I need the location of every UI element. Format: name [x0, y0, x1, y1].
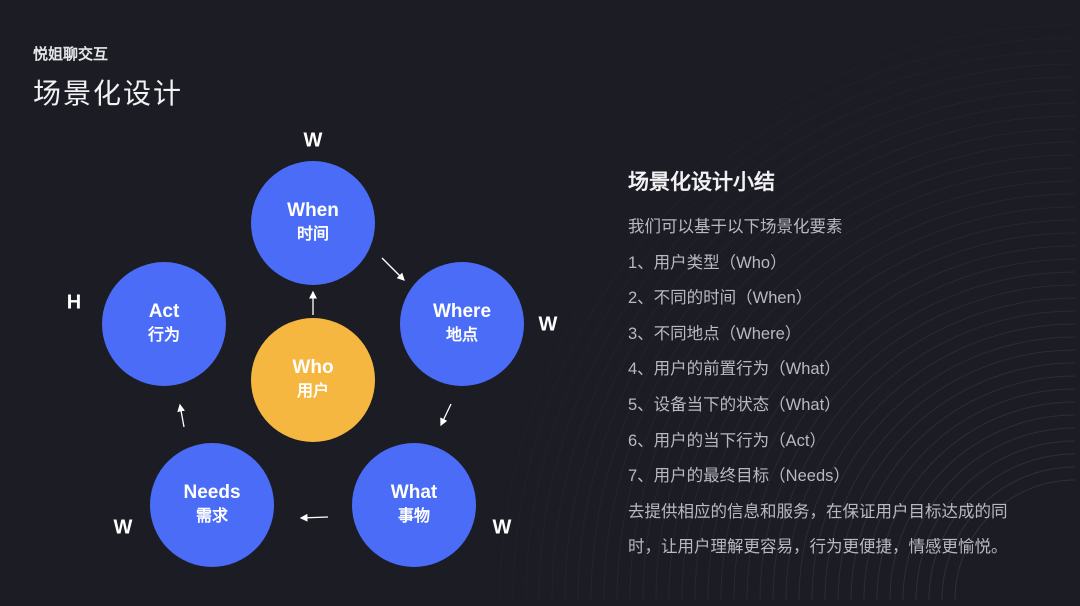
summary-title: 场景化设计小结: [628, 171, 775, 194]
page-title: 场景化设计: [33, 78, 184, 109]
background-arc: [863, 388, 1076, 601]
background-arc: [915, 440, 1076, 601]
summary-line: 3、不同地点（Where）: [628, 324, 802, 343]
background-arc: [720, 245, 1076, 601]
summary-line: 我们可以基于以下场景化要素: [628, 218, 843, 236]
background-arc: [798, 323, 1076, 601]
node-who: Who 用户: [251, 318, 375, 442]
node-label-zh: 地点: [445, 327, 478, 344]
tag-needs: W: [113, 516, 133, 539]
tag-where: W: [538, 313, 558, 336]
background-arc: [837, 362, 1076, 601]
node-label-zh: 时间: [296, 226, 329, 243]
node-label-zh: 需求: [195, 508, 228, 525]
arrow-what-needs: [299, 513, 329, 522]
node-label-zh: 事物: [397, 508, 430, 525]
node-where: Where 地点: [400, 262, 524, 386]
background-arc: [902, 427, 1076, 601]
background-arc: [850, 375, 1076, 601]
node-label-zh: 行为: [147, 327, 180, 344]
node-label-en: What: [390, 482, 438, 503]
background-arc: [772, 297, 1076, 601]
node-when: When 时间: [251, 161, 375, 285]
background-arc: [694, 219, 1076, 601]
summary-line: 去提供相应的信息和服务，在保证用户目标达成的同: [628, 502, 1008, 521]
background-arc: [941, 466, 1076, 601]
node-label-en: Where: [432, 301, 492, 322]
background-arc: [811, 336, 1076, 601]
node-label-en: Needs: [183, 482, 241, 503]
summary-line: 6、用户的当下行为（Act）: [628, 431, 827, 450]
summary-line: 时，让用户理解更容易，行为更便捷，情感更愉悦。: [628, 538, 1008, 557]
background-arc: [629, 154, 1076, 601]
background-arc: [642, 167, 1076, 601]
tag-act: H: [66, 291, 82, 314]
node-needs: Needs 需求: [150, 443, 274, 567]
node-label-en: Who: [292, 357, 334, 378]
summary-line: 7、用户的最终目标（Needs）: [628, 467, 850, 486]
background-arc: [616, 141, 1076, 601]
background-arc: [668, 193, 1076, 601]
node-label-en: Act: [148, 301, 180, 322]
summary-line: 2、不同的时间（When）: [628, 289, 813, 308]
brand-label: 悦姐聊交互: [33, 46, 109, 63]
arrow-when-where: [381, 257, 405, 281]
background-arc: [733, 258, 1076, 601]
background-arc: [707, 232, 1076, 601]
background-arc: [928, 453, 1076, 601]
arrow-where-what: [440, 403, 452, 427]
background-arc: [824, 349, 1076, 601]
summary-panel: 场景化设计小结 我们可以基于以下场景化要素 1、用户类型（Who） 2、不同的时…: [628, 166, 1058, 566]
background-arc: [655, 180, 1076, 601]
node-label-zh: 用户: [296, 383, 329, 400]
background-arc: [889, 414, 1076, 601]
background-arc: [785, 310, 1076, 601]
summary-line: 1、用户类型（Who）: [628, 253, 787, 272]
node-label-en: When: [287, 200, 339, 221]
background-arc: [876, 401, 1076, 601]
background-arc: [681, 206, 1076, 601]
tag-when: W: [303, 129, 323, 152]
node-what: What 事物: [352, 443, 476, 567]
summary-line: 5、设备当下的状态（What）: [628, 395, 841, 414]
tag-what: W: [492, 516, 512, 539]
background-arc: [759, 284, 1076, 601]
summary-line: 4、用户的前置行为（What）: [628, 360, 841, 379]
background-arc: [954, 479, 1076, 601]
background-arc: [746, 271, 1076, 601]
node-act: Act 行为: [102, 262, 226, 386]
arrow-needs-act: [177, 403, 185, 428]
